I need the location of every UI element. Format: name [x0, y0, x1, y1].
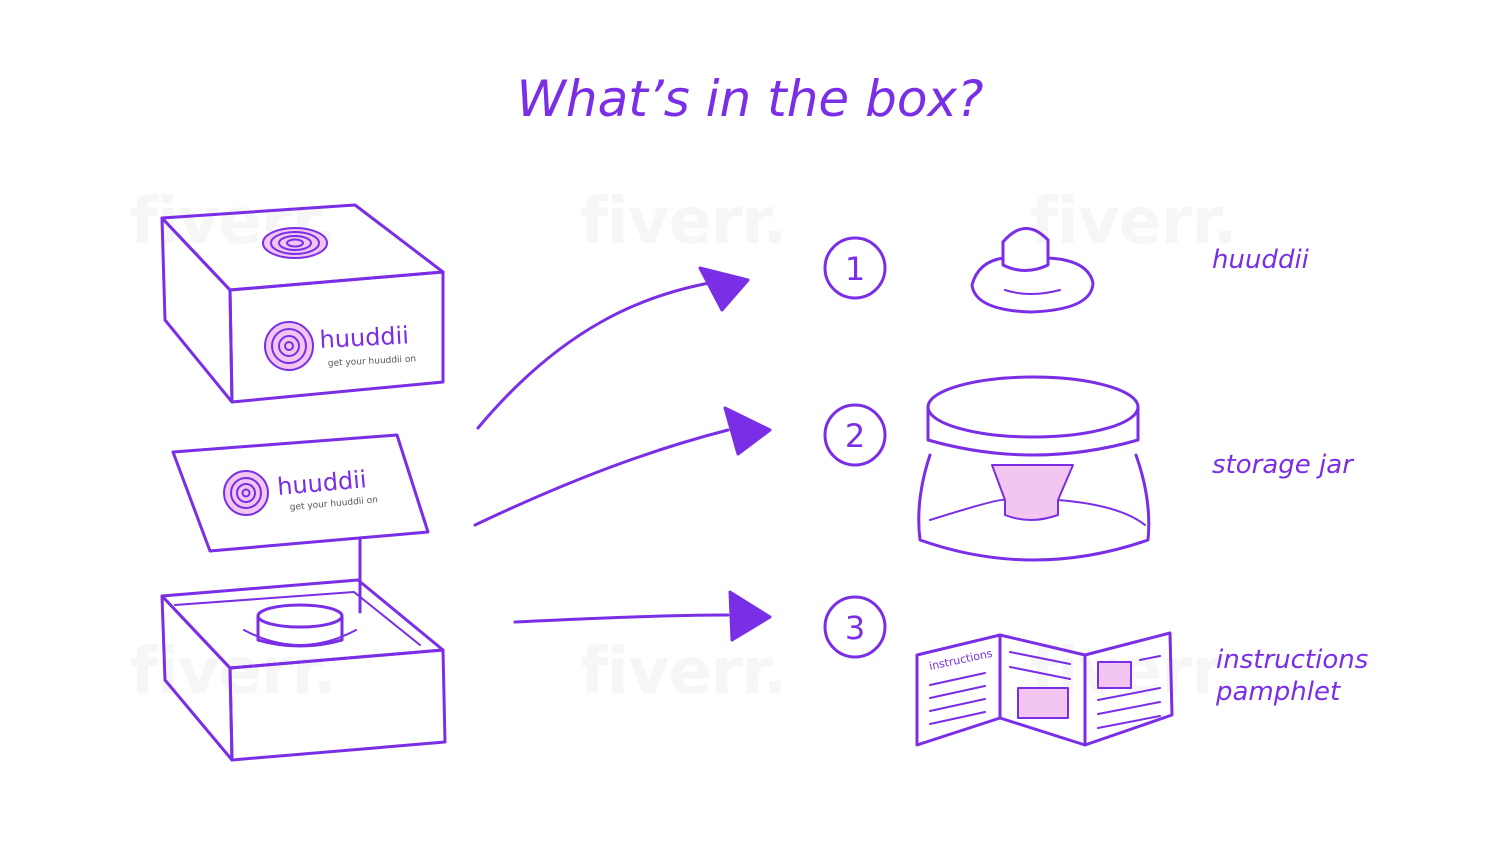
item-number-2: 2 [845, 417, 865, 455]
brand-logo-icon [262, 227, 328, 259]
arrow-to-item-2 [473, 406, 772, 527]
closed-box-illustration [160, 203, 445, 404]
number-circle-2 [823, 403, 887, 467]
item-number-3: 3 [845, 609, 865, 647]
huuddii-device-icon [970, 227, 1095, 314]
brand-logo-icon [264, 321, 314, 371]
page-title: What’s in the box? [516, 70, 984, 128]
brand-logo-icon [223, 470, 269, 516]
item-label-storage-jar: storage jar [1212, 450, 1353, 480]
item-label-line: instructions [1216, 645, 1369, 675]
arrow-to-item-3 [513, 590, 772, 642]
number-circle-1 [823, 236, 887, 300]
pamphlet-icon [915, 631, 1174, 747]
brand-name: huuddii [319, 321, 410, 354]
item-label-huuddii: huuddii [1212, 245, 1309, 275]
brand-tagline: get your huuddii on [328, 354, 417, 369]
item-label-pamphlet: instructions pamphlet [1216, 644, 1368, 708]
open-box-illustration [160, 433, 447, 762]
storage-jar-icon [917, 375, 1151, 562]
item-label-line: pamphlet [1216, 677, 1341, 707]
brand-name: huuddii [276, 465, 368, 501]
item-number-1: 1 [845, 250, 865, 288]
number-circle-3 [823, 595, 887, 659]
arrow-to-item-1 [476, 266, 750, 430]
